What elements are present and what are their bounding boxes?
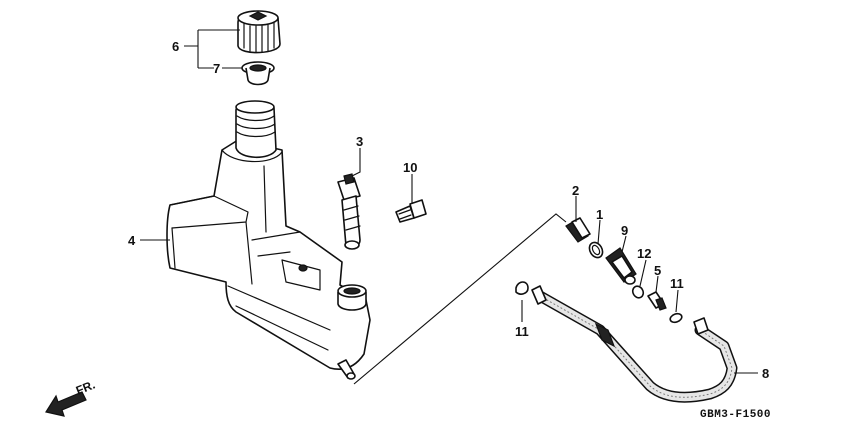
callout-10: 10 — [403, 160, 417, 175]
fuel-tube — [531, 285, 738, 403]
callout-12: 12 — [637, 246, 651, 261]
fuel-valve — [337, 173, 361, 250]
callout-2: 2 — [572, 183, 579, 198]
tube-clip-11-right — [669, 312, 683, 324]
cap-packing — [241, 61, 275, 86]
leader-lines — [140, 29, 758, 374]
front-label: FR. — [74, 378, 97, 398]
fuel-joint — [565, 217, 591, 243]
tube-joint — [647, 291, 667, 311]
callout-9: 9 — [621, 223, 628, 238]
callout-3: 3 — [356, 134, 363, 149]
tube-clip-1 — [588, 241, 604, 259]
bolt — [395, 199, 427, 223]
fuel-tank — [166, 100, 371, 380]
drawing-code: GBM3-F1500 — [700, 409, 771, 421]
callout-7: 7 — [213, 61, 220, 76]
front-direction-arrow: FR. — [45, 378, 97, 417]
callout-8: 8 — [762, 366, 769, 381]
tank-cap — [237, 10, 281, 54]
callout-11-left: 11 — [515, 324, 529, 339]
fuel-filter — [605, 247, 637, 285]
connection-line — [353, 213, 567, 385]
tube-clip-12 — [631, 285, 645, 299]
tube-clip-11-left — [515, 281, 529, 295]
callout-5: 5 — [654, 263, 661, 278]
callout-4: 4 — [128, 233, 136, 248]
callout-1: 1 — [596, 207, 603, 222]
callout-11-right: 11 — [670, 276, 684, 291]
callout-6: 6 — [172, 39, 179, 54]
